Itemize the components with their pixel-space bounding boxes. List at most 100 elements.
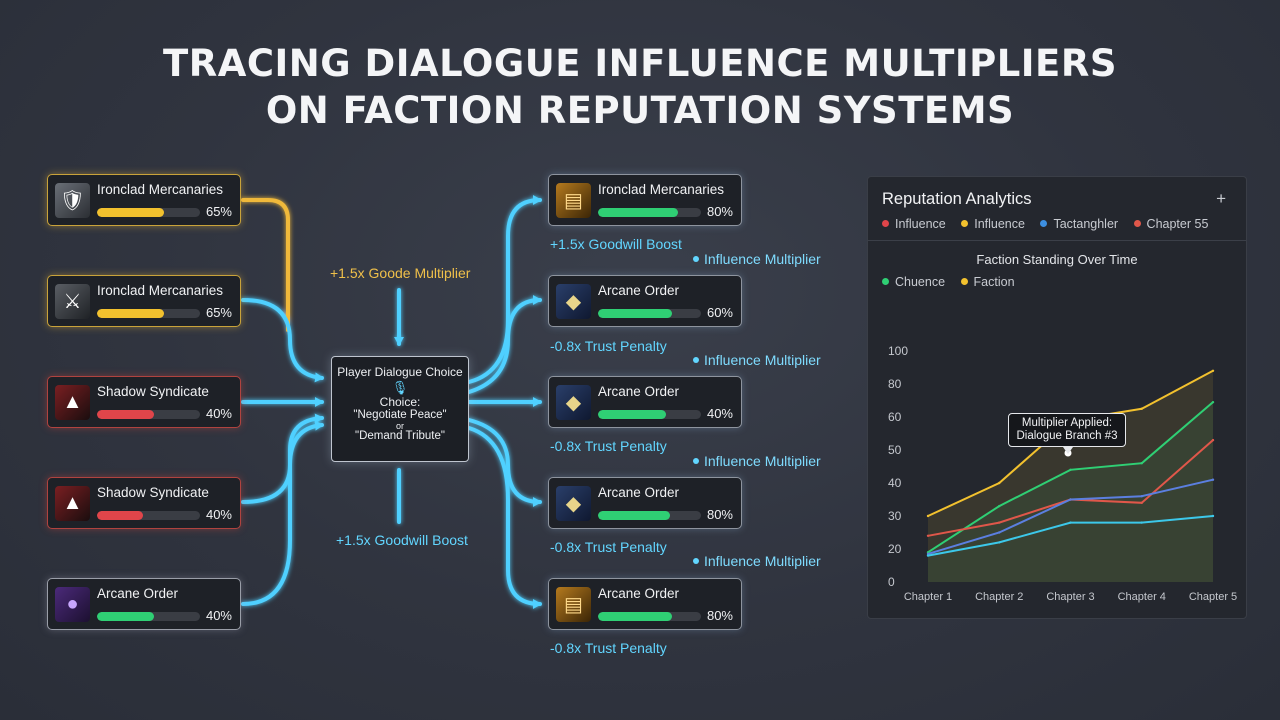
influence-text: Influence Multiplier [704, 352, 821, 368]
y-tick-label: 50 [888, 443, 902, 457]
left-faction-card[interactable]: ⚔ Ironclad Mercanaries 65% [47, 275, 241, 327]
legend-item[interactable]: Tactanghler [1040, 217, 1118, 231]
data-point [1069, 468, 1072, 471]
y-tick-label: 40 [888, 476, 902, 490]
faction-name: Arcane Order [598, 485, 680, 500]
faction-name: Shadow Syndicate [97, 384, 209, 399]
legend-dot-icon [961, 220, 969, 228]
reputation-percent: 40% [706, 406, 733, 421]
reputation-fill [97, 309, 164, 318]
dialogue-choice-title: Player Dialogue Choice [337, 365, 463, 379]
reputation-percent: 40% [205, 507, 232, 522]
left-faction-card[interactable]: ▲ Shadow Syndicate 40% [47, 477, 241, 529]
influence-text: Influence Multiplier [704, 251, 821, 267]
wire-right-2 [467, 295, 542, 394]
data-point [1211, 369, 1215, 372]
left-faction-card[interactable]: 🛡 Ironclad Mercanaries 65% [47, 174, 241, 226]
legend-dot-icon [882, 220, 889, 228]
data-point [926, 554, 930, 557]
left-faction-card[interactable]: ▲ Shadow Syndicate 40% [47, 376, 241, 428]
reputation-bar [97, 208, 200, 217]
data-point [926, 514, 930, 518]
y-tick-label: 60 [888, 410, 902, 424]
dialogue-choice-node[interactable]: Player Dialogue Choice 🎙 Choice: "Negoti… [331, 356, 469, 462]
add-button[interactable]: + [1216, 189, 1226, 208]
faction-name: Arcane Order [598, 586, 680, 601]
reputation-percent: 40% [205, 406, 232, 421]
data-point [1069, 498, 1072, 501]
reputation-percent: 65% [205, 204, 232, 219]
reputation-fill [598, 612, 673, 621]
right-faction-card[interactable]: ◆ Arcane Order 40% [548, 376, 742, 428]
right-faction-card[interactable]: ▤ Ironclad Mercanaries 80% [548, 174, 742, 226]
right-faction-card[interactable]: ◆ Arcane Order 60% [548, 275, 742, 327]
wire-left-1 [241, 198, 290, 332]
influence-multiplier-label: Influence Multiplier [693, 352, 821, 368]
trust-penalty-label: -0.8x Trust Penalty [550, 539, 667, 555]
legend-label: Tactanghler [1053, 217, 1119, 231]
legend-label: Chuence [895, 275, 946, 289]
left-faction-card[interactable]: ● Arcane Order 40% [47, 578, 241, 630]
legend-label: Chapter 55 [1146, 217, 1209, 231]
influence-multiplier-label: Influence Multiplier [693, 453, 821, 469]
legend-dot-icon [882, 278, 889, 286]
legend-label: Influence [895, 217, 946, 231]
right-faction-card[interactable]: ▤ Arcane Order 80% [548, 578, 742, 630]
reputation-fill [97, 208, 164, 217]
legend-dot-icon [1133, 220, 1141, 228]
reputation-bar [97, 410, 200, 419]
wire-right-4 [467, 418, 542, 507]
legend-item[interactable]: Chuence [882, 275, 945, 289]
reputation-bar [598, 309, 701, 318]
data-point [1211, 478, 1215, 481]
legend-item[interactable]: Influence [961, 217, 1025, 231]
tooltip-line-1: Multiplier Applied: [1021, 417, 1113, 429]
data-point [926, 534, 930, 537]
data-point [998, 504, 1001, 508]
data-point [1140, 501, 1143, 504]
goodwill-label: +1.5x Goodwill Boost [550, 236, 682, 252]
wire-left-2 [241, 298, 324, 383]
legend-item[interactable]: Chapter 55 [1133, 217, 1209, 231]
y-tick-label: 100 [888, 344, 908, 358]
panel-divider [868, 240, 1246, 241]
data-point [1140, 462, 1143, 465]
data-point [998, 481, 1001, 485]
data-point [998, 521, 1001, 524]
y-tick-label: 80 [888, 377, 902, 391]
influence-text: Influence Multiplier [704, 553, 821, 569]
data-point [1140, 521, 1143, 524]
reputation-percent: 80% [706, 204, 733, 219]
x-tick-label: Chapter 3 [1046, 591, 1094, 603]
bullet-dot-icon [693, 357, 699, 364]
legend-item[interactable]: Influence [882, 217, 946, 231]
x-tick-label: Chapter 5 [1189, 591, 1237, 603]
reputation-analytics-panel: Reputation Analytics + Influence Influen… [867, 176, 1247, 619]
legend-dot-icon [960, 278, 968, 286]
choice-or: or [395, 421, 404, 431]
choice-option-demand[interactable]: "Demand Tribute" [355, 430, 445, 442]
tooltip-line-2: Dialogue Branch #3 [1016, 430, 1118, 442]
data-point [998, 541, 1001, 544]
reputation-percent: 80% [706, 608, 733, 623]
faction-name: Ironclad Mercanaries [97, 182, 224, 197]
goodwill-label: +1.5x Goodwill Boost [336, 532, 468, 548]
crystal-icon: ◆ [556, 284, 591, 319]
faction-name: Ironclad Mercanaries [598, 182, 725, 197]
multiplier-tooltip: Multiplier Applied: Dialogue Branch #3 [1008, 413, 1126, 454]
data-point [1140, 407, 1143, 410]
faction-name: Arcane Order [97, 586, 179, 601]
choice-label: Choice: [379, 395, 421, 409]
reputation-fill [97, 511, 144, 520]
choice-option-negotiate[interactable]: "Negotiate Peace" [353, 409, 447, 421]
hooded-figure-icon: ▲ [55, 486, 90, 521]
reputation-bar [97, 309, 200, 318]
legend-item[interactable]: Faction [960, 275, 1015, 289]
reputation-bar [598, 208, 701, 217]
y-tick-label: 0 [888, 575, 895, 589]
trust-penalty-label: -0.8x Trust Penalty [550, 338, 667, 354]
right-faction-card[interactable]: ◆ Arcane Order 80% [548, 477, 742, 529]
title-line-2: ON FACTION REPUTATION SYSTEMS [265, 89, 1015, 132]
